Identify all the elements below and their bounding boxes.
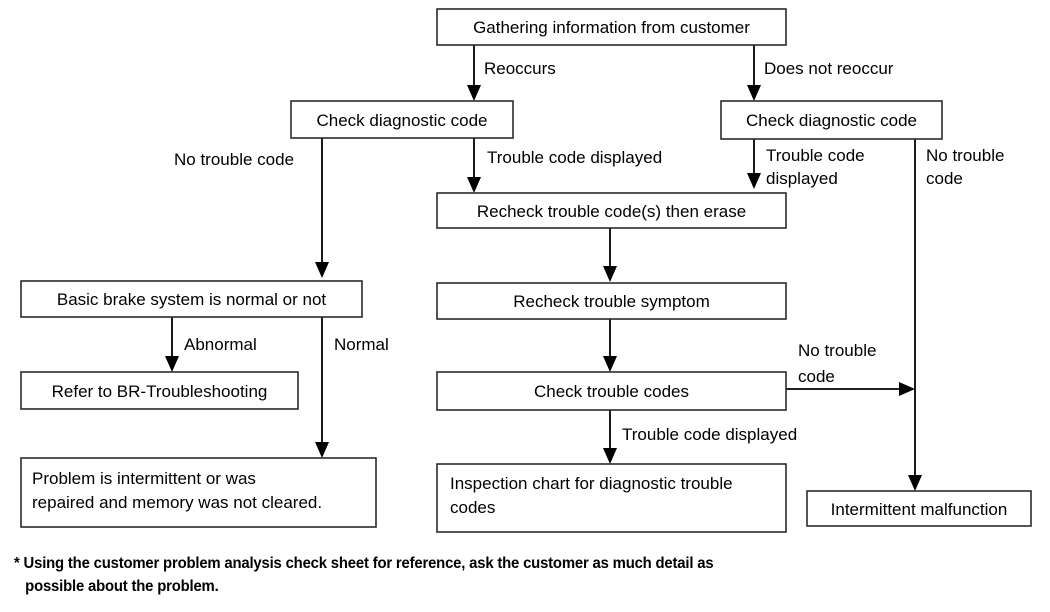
- arrow-head-icon: [908, 475, 922, 491]
- node-check-trouble-codes[interactable]: Check trouble codes: [436, 371, 787, 411]
- arrow-head-icon: [467, 177, 481, 193]
- edge-label-no-trouble-code-left: No trouble code: [174, 150, 294, 169]
- node-box[interactable]: [20, 280, 363, 318]
- edge-recheck-erase-to-recheck-symptom: [603, 228, 617, 282]
- arrow-head-icon: [603, 448, 617, 464]
- edge-label-does-not-reoccur: Does not reoccur: [764, 59, 894, 78]
- arrow-head-icon: [747, 173, 761, 189]
- node-label-problem-line2: repaired and memory was not cleared.: [32, 493, 322, 512]
- arrow-head-icon: [315, 262, 329, 278]
- edge-label-trouble-code-right-1: Trouble code: [766, 146, 865, 165]
- arrow-head-icon: [747, 85, 761, 101]
- node-label-intermittent: Intermittent malfunction: [831, 500, 1008, 519]
- edge-check-diag-left-to-recheck-erase: Trouble code displayed: [467, 138, 662, 193]
- node-box[interactable]: [20, 371, 299, 410]
- node-label-check-codes: Check trouble codes: [534, 382, 689, 401]
- node-label-recheck-symptom: Recheck trouble symptom: [513, 292, 710, 311]
- edge-label-normal: Normal: [334, 335, 389, 354]
- node-refer-to-br-troubleshooting[interactable]: Refer to BR-Troubleshooting: [20, 371, 299, 410]
- arrow-head-icon: [165, 356, 179, 372]
- node-label-refer-br: Refer to BR-Troubleshooting: [52, 382, 268, 401]
- edge-label-no-trouble-code-right-2: code: [926, 169, 963, 188]
- edge-label-trouble-code-right-2: displayed: [766, 169, 838, 188]
- node-box[interactable]: [436, 282, 787, 320]
- arrow-head-icon: [603, 356, 617, 372]
- node-check-diagnostic-code-left[interactable]: Check diagnostic code: [290, 100, 514, 139]
- node-label-recheck-erase: Recheck trouble code(s) then erase: [477, 202, 746, 221]
- edge-check-diag-right-to-intermittent: No trouble code: [908, 139, 1004, 491]
- arrow-head-icon: [315, 442, 329, 458]
- node-box[interactable]: [806, 490, 1032, 527]
- edge-label-trouble-code-displayed-low: Trouble code displayed: [622, 425, 797, 444]
- node-label-inspection-line2: codes: [450, 498, 495, 517]
- node-problem-intermittent[interactable]: Problem is intermittent or was repaired …: [20, 457, 377, 528]
- footnote-line-2: possible about the problem.: [25, 578, 219, 596]
- edge-label-no-trouble-code-right-1: No trouble: [926, 146, 1004, 165]
- node-box[interactable]: [436, 8, 787, 46]
- edge-check-codes-to-inspection-chart: Trouble code displayed: [603, 410, 797, 464]
- edge-gathering-to-check-diag-right: Does not reoccur: [747, 45, 894, 101]
- node-check-diagnostic-code-right[interactable]: Check diagnostic code: [720, 100, 943, 140]
- edge-gathering-to-check-diag-left: Reoccurs: [467, 45, 556, 101]
- edge-label-no-trouble-code-low-1: No trouble: [798, 341, 876, 360]
- node-recheck-trouble-codes-then-erase[interactable]: Recheck trouble code(s) then erase: [436, 192, 787, 229]
- node-box[interactable]: [436, 463, 787, 533]
- node-box[interactable]: [290, 100, 514, 139]
- edge-basic-brake-to-problem-intermittent: Normal: [315, 317, 389, 458]
- footnote: * Using the customer problem analysis ch…: [14, 552, 953, 598]
- edge-label-trouble-code-displayed-mid: Trouble code displayed: [487, 148, 662, 167]
- edge-label-abnormal: Abnormal: [184, 335, 257, 354]
- arrow-head-icon: [899, 382, 915, 396]
- node-intermittent-malfunction[interactable]: Intermittent malfunction: [806, 490, 1032, 527]
- edge-label-no-trouble-code-low-2: code: [798, 367, 835, 386]
- edge-basic-brake-to-refer-br: Abnormal: [165, 317, 257, 372]
- node-label-problem-line1: Problem is intermittent or was: [32, 469, 256, 488]
- node-label-inspection-line1: Inspection chart for diagnostic trouble: [450, 474, 733, 493]
- node-label-check-diag-left: Check diagnostic code: [316, 111, 487, 130]
- node-label-gathering: Gathering information from customer: [473, 18, 750, 37]
- edge-check-codes-to-intermittent-join: No trouble code: [786, 341, 915, 396]
- edge-recheck-symptom-to-check-codes: [603, 319, 617, 372]
- node-box[interactable]: [720, 100, 943, 140]
- edge-check-diag-right-to-recheck-erase: Trouble code displayed: [747, 139, 865, 189]
- node-box[interactable]: [20, 457, 377, 528]
- node-box[interactable]: [436, 192, 787, 229]
- edge-check-diag-left-to-basic-brake: No trouble code: [174, 138, 329, 278]
- arrow-head-icon: [467, 85, 481, 101]
- node-basic-brake-system[interactable]: Basic brake system is normal or not: [20, 280, 363, 318]
- node-gathering-information[interactable]: Gathering information from customer: [436, 8, 787, 46]
- node-box[interactable]: [436, 371, 787, 411]
- node-recheck-trouble-symptom[interactable]: Recheck trouble symptom: [436, 282, 787, 320]
- footnote-line-1: * Using the customer problem analysis ch…: [14, 555, 714, 572]
- node-label-check-diag-right: Check diagnostic code: [746, 111, 917, 130]
- node-inspection-chart[interactable]: Inspection chart for diagnostic trouble …: [436, 463, 787, 533]
- node-label-basic-brake: Basic brake system is normal or not: [57, 290, 327, 309]
- edge-label-reoccurs: Reoccurs: [484, 59, 556, 78]
- arrow-head-icon: [603, 266, 617, 282]
